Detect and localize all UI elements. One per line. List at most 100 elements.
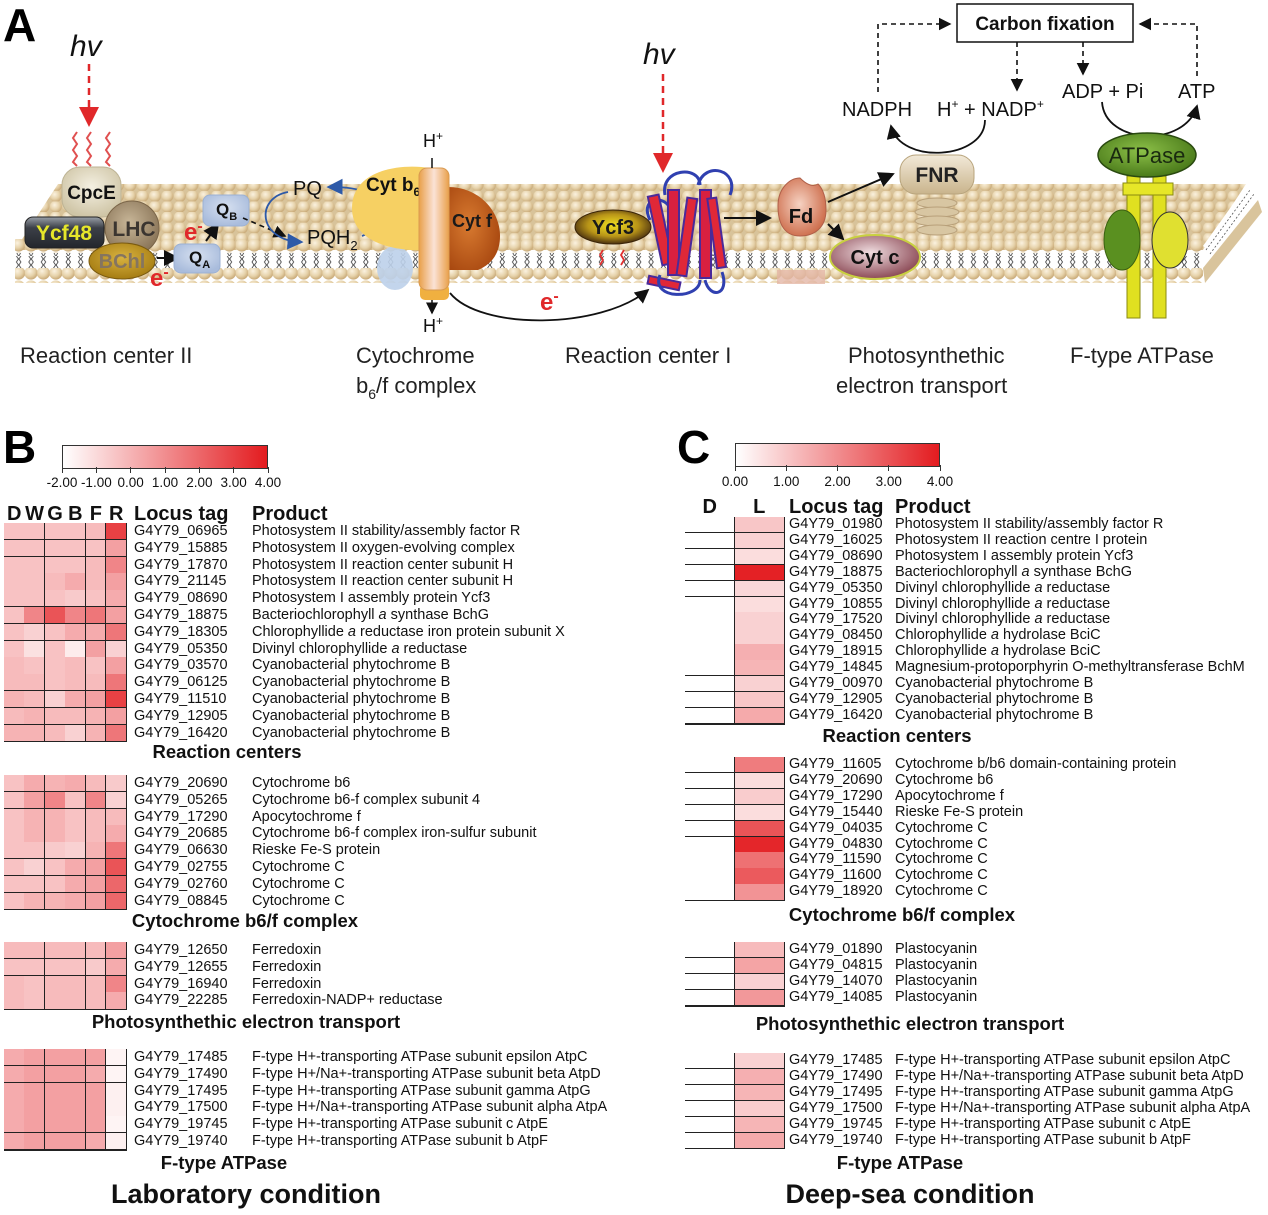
cpce-label: CpcE <box>67 183 116 204</box>
heatmap-cell <box>685 1132 735 1149</box>
locus-tag: G4Y79_17500 <box>134 1099 228 1116</box>
product-name: Ferredoxin <box>252 975 322 992</box>
heatmap-cell <box>85 842 107 860</box>
column-header-r: R <box>108 503 124 525</box>
heatmap-cell <box>685 1116 735 1133</box>
heatmap-cell <box>106 724 127 742</box>
heatmap-cell <box>106 657 127 675</box>
product-name: Photosystem II reaction center subunit H <box>252 556 514 573</box>
heatmap-cell <box>734 957 785 975</box>
colorbar-tick-label: 1.00 <box>151 475 179 490</box>
proton-label-bottom: H+ <box>423 314 443 336</box>
heatmap-cell <box>685 942 735 959</box>
locus-tag-header: Locus tag <box>789 496 884 518</box>
heatmap-cell <box>106 1133 127 1151</box>
locus-tag: G4Y79_06125 <box>134 674 228 691</box>
locus-tag: G4Y79_01890 <box>789 941 883 957</box>
product-name: Chlorophyllide a reductase iron protein … <box>252 623 565 640</box>
heatmap-cell <box>685 852 735 869</box>
product-name: Cytochrome b6-f complex iron-sulfur subu… <box>252 825 537 842</box>
heatmap-cell <box>106 842 127 860</box>
product-name: Plastocyanin <box>895 941 978 957</box>
heatmap-cell <box>106 640 127 658</box>
column-header-w: W <box>25 503 45 525</box>
product-name: F-type H+-transporting ATPase subunit ep… <box>895 1052 1231 1068</box>
product-name: Photosystem II reaction centre I protein <box>895 531 1148 548</box>
product-name: Divinyl chlorophyllide a reductase <box>895 579 1111 596</box>
locus-tag: G4Y79_18875 <box>789 563 883 580</box>
carbon-fixation-label: Carbon fixation <box>975 14 1114 35</box>
locus-tag: G4Y79_10855 <box>789 595 883 612</box>
heatmap-cell <box>85 724 107 742</box>
panel-label-b: B <box>3 421 37 473</box>
locus-tag: G4Y79_21145 <box>134 573 227 590</box>
colorbar <box>735 443 940 467</box>
section-label: Photosynthethic electron transport <box>91 1011 401 1032</box>
heatmap-cell <box>734 580 785 597</box>
heatmap-cell <box>106 892 127 910</box>
heatmap-cell <box>24 842 46 860</box>
locus-tag: G4Y79_06965 <box>134 523 228 539</box>
product-name: F-type H+-transporting ATPase subunit b … <box>252 1133 548 1149</box>
heatmap-cell <box>85 958 107 977</box>
heatmap-cell <box>24 1082 46 1100</box>
light-hv-label-2: hv <box>643 38 677 71</box>
heatmap-cell <box>65 875 87 894</box>
bchl-label: BChl <box>99 251 146 273</box>
cyt-c-label: Cyt c <box>851 247 900 269</box>
heatmap-cell <box>734 532 785 550</box>
heatmap-cell <box>24 1133 46 1151</box>
electron-transfer-arc <box>449 288 650 322</box>
heatmap-cell <box>106 1116 127 1134</box>
product-name: Cyanobacterial phytochrome B <box>895 706 1094 723</box>
locus-tag: G4Y79_18920 <box>789 883 883 900</box>
product-name: Bacteriochlorophyll a synthase BchG <box>252 607 489 623</box>
heatmap-cell <box>24 539 46 558</box>
locus-tag: G4Y79_18915 <box>789 643 883 660</box>
heatmap-cell <box>65 942 87 960</box>
product-name: Cytochrome C <box>252 875 345 892</box>
product-name: Cyanobacterial phytochrome B <box>252 724 451 741</box>
italic-a: a <box>990 627 999 644</box>
product-name: Ferredoxin <box>252 942 322 958</box>
heatmap-cell <box>65 590 87 608</box>
heatmap-cell <box>24 623 46 642</box>
locus-tag: G4Y79_17870 <box>134 556 228 573</box>
colorbar-tick <box>130 467 132 473</box>
heatmap-cell <box>24 1065 46 1084</box>
product-name: Rieske Fe-S protein <box>252 842 381 859</box>
heatmap-cell <box>685 564 735 582</box>
locus-tag: G4Y79_17490 <box>789 1067 883 1084</box>
heatmap-cell <box>106 1065 127 1084</box>
heatmap-cell <box>106 808 127 826</box>
ycf3-label: Ycf3 <box>592 217 634 239</box>
heatmap-cell <box>734 973 785 991</box>
product-name: Photosystem II reaction center subunit H <box>252 573 514 590</box>
arrow-fd-to-fnr <box>827 172 895 203</box>
product-name: Photosystem II oxygen-evolving complex <box>252 539 515 556</box>
locus-tag: G4Y79_12655 <box>134 958 228 975</box>
heatmap-cell <box>65 808 87 826</box>
heatmap-cell <box>106 875 127 894</box>
section-label: F-type ATPase <box>160 1152 288 1173</box>
locus-tag: G4Y79_18305 <box>134 623 228 640</box>
colorbar-tick <box>734 465 736 471</box>
locus-tag: G4Y79_17290 <box>134 808 228 825</box>
heatmap-cell <box>65 975 87 993</box>
column-header-d: D <box>6 503 22 525</box>
heatmap-cell <box>85 1049 107 1067</box>
panel-label-a: A <box>3 0 37 51</box>
fd-anchor <box>777 270 825 284</box>
section-label: Reaction centers <box>822 725 972 746</box>
heatmap-cell <box>685 957 735 975</box>
heatmap-cell <box>65 539 87 558</box>
product-name: Photosystem I assembly protein Ycf3 <box>252 590 491 607</box>
atpase-protein <box>1097 132 1197 178</box>
heatmap-cell <box>106 674 127 692</box>
section-label: Cytochrome b6/f complex <box>131 910 359 931</box>
locus-tag: G4Y79_20690 <box>134 775 228 791</box>
heatmap-cell <box>106 691 127 709</box>
heatmap-cell <box>65 1065 87 1084</box>
heatmap-cell <box>734 942 785 959</box>
heatmap-cell <box>85 523 107 541</box>
